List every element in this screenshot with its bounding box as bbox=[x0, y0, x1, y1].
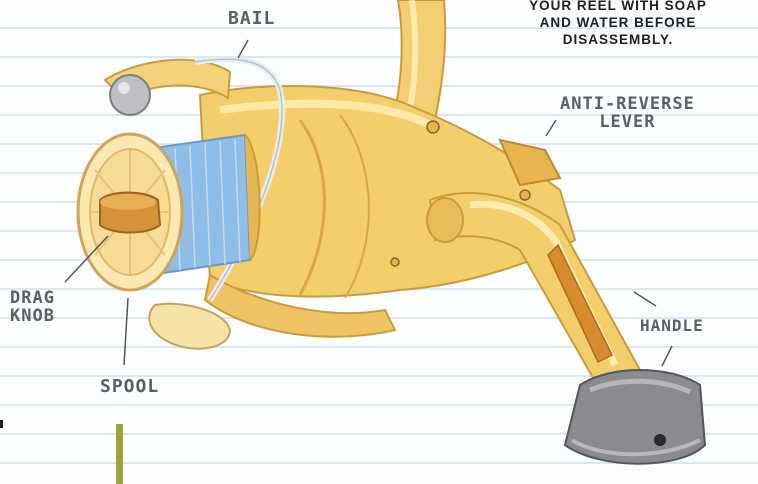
instruction-line-1: YOUR REEL WITH SOAP bbox=[478, 0, 758, 15]
anti-reverse-leader bbox=[546, 120, 556, 136]
instruction-line-3: DISASSEMBLY. bbox=[478, 32, 758, 49]
label-bail: BAIL bbox=[228, 10, 275, 29]
handle-leader-bottom bbox=[662, 346, 672, 366]
instruction-note: YOUR REEL WITH SOAP AND WATER BEFORE DIS… bbox=[478, 0, 758, 49]
label-handle: HANDLE bbox=[640, 318, 704, 335]
body-screw-2 bbox=[520, 190, 530, 200]
bail-leader bbox=[238, 40, 248, 58]
label-drag-line-2: KNOB bbox=[10, 308, 55, 326]
body-screw bbox=[427, 121, 439, 133]
handle-leader-top bbox=[634, 292, 656, 306]
label-anti-reverse-line-2: LEVER bbox=[560, 114, 695, 132]
edge-tick-mark bbox=[0, 420, 3, 428]
handle-knob bbox=[565, 370, 705, 464]
bail-roller bbox=[110, 75, 150, 115]
label-anti-reverse-lever: ANTI-REVERSE LEVER bbox=[560, 96, 695, 132]
instruction-line-2: AND WATER BEFORE bbox=[478, 15, 758, 32]
spool-leader bbox=[124, 298, 128, 365]
accent-bar bbox=[116, 424, 123, 484]
label-drag-knob: DRAG KNOB bbox=[10, 290, 55, 326]
bail-foot bbox=[149, 304, 230, 349]
body-screw-3 bbox=[391, 258, 399, 266]
label-spool: SPOOL bbox=[100, 378, 159, 397]
